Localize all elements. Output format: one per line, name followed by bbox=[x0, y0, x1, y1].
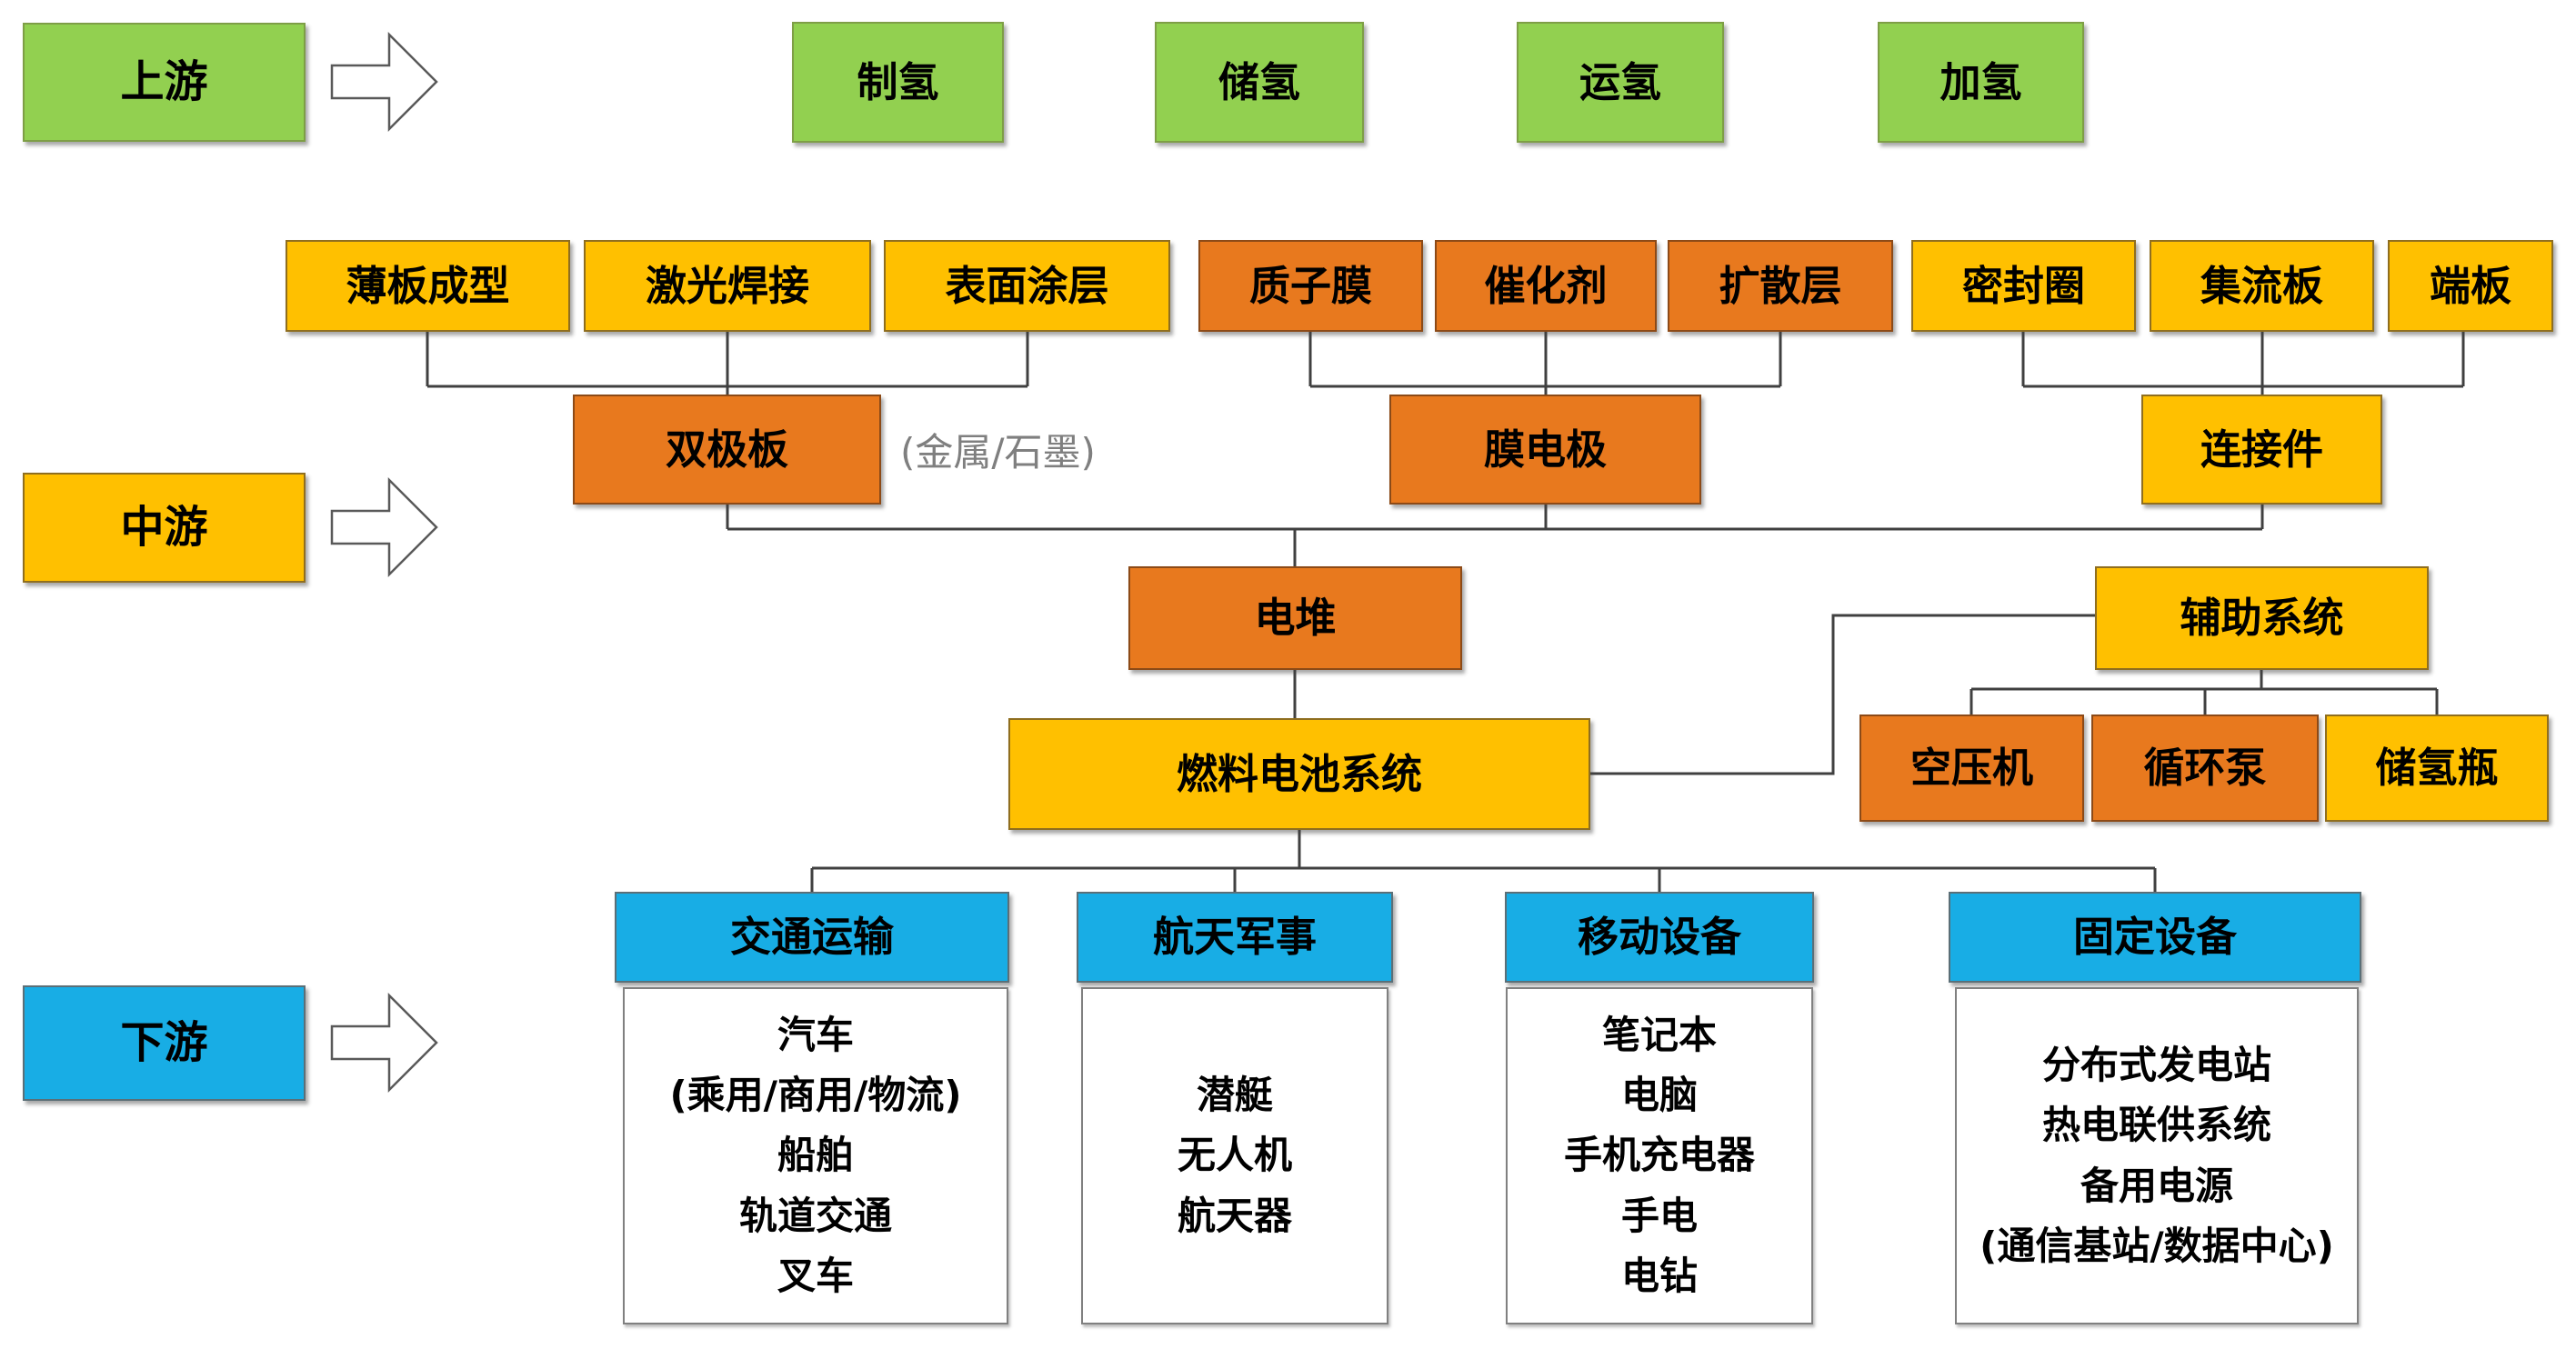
list-item: 热电联供系统 bbox=[2041, 1103, 2271, 1148]
app-list-aerospace-military: 潜艇 无人机 航天器 bbox=[1081, 987, 1388, 1324]
list-item: 潜艇 bbox=[1196, 1072, 1273, 1117]
node-hydrogen-storage: 储氢 bbox=[1155, 22, 1364, 143]
node-hydrogen-tank: 储氢瓶 bbox=[2325, 714, 2549, 822]
downstream-arrow-icon bbox=[330, 992, 438, 1094]
list-item: (通信基站/数据中心) bbox=[1980, 1223, 2334, 1268]
app-list-stationary-equipment: 分布式发电站 热电联供系统 备用电源 (通信基站/数据中心) bbox=[1955, 987, 2359, 1324]
node-hydrogen-refueling: 加氢 bbox=[1878, 22, 2084, 143]
list-item: 电脑 bbox=[1620, 1072, 1698, 1117]
node-fuel-cell-stack: 电堆 bbox=[1128, 566, 1462, 670]
node-membrane-electrode: 膜电极 bbox=[1389, 395, 1701, 505]
list-item: 分布式发电站 bbox=[2041, 1042, 2271, 1087]
stage-upstream: 上游 bbox=[23, 23, 306, 142]
node-sheet-forming: 薄板成型 bbox=[286, 240, 570, 332]
list-item: 笔记本 bbox=[1601, 1012, 1717, 1057]
list-item: 航天器 bbox=[1177, 1193, 1292, 1238]
connector-parents-to-stack bbox=[726, 505, 2264, 566]
app-header-stationary-equipment: 固定设备 bbox=[1949, 892, 2361, 983]
connector-system-to-aux bbox=[1590, 614, 2095, 775]
node-connector-part: 连接件 bbox=[2141, 395, 2382, 505]
list-item: 手机充电器 bbox=[1563, 1133, 1755, 1178]
node-hydrogen-transport: 运氢 bbox=[1517, 22, 1724, 143]
node-diffusion-layer: 扩散层 bbox=[1668, 240, 1893, 332]
app-list-mobile-devices: 笔记本 电脑 手机充电器 手电 电钻 bbox=[1506, 987, 1813, 1324]
connector-connector-group bbox=[2021, 332, 2465, 395]
stage-downstream: 下游 bbox=[23, 985, 306, 1101]
app-header-transportation: 交通运输 bbox=[615, 892, 1009, 983]
list-item: 无人机 bbox=[1177, 1133, 1292, 1178]
bipolar-plate-note: (金属/石墨) bbox=[900, 430, 1096, 475]
node-air-compressor: 空压机 bbox=[1859, 714, 2084, 822]
node-surface-coating: 表面涂层 bbox=[884, 240, 1170, 332]
connector-aux-children bbox=[1970, 670, 2439, 714]
connector-bipolar-group bbox=[426, 332, 1029, 395]
app-header-aerospace-military: 航天军事 bbox=[1077, 892, 1393, 983]
node-fuel-cell-system: 燃料电池系统 bbox=[1008, 718, 1590, 830]
list-item: 手电 bbox=[1620, 1193, 1698, 1238]
node-catalyst: 催化剂 bbox=[1435, 240, 1657, 332]
app-header-mobile-devices: 移动设备 bbox=[1505, 892, 1814, 983]
list-item: 叉车 bbox=[777, 1254, 854, 1299]
midstream-arrow-icon bbox=[330, 476, 438, 578]
app-list-transportation: 汽车 (乘用/商用/物流) 船舶 轨道交通 叉车 bbox=[623, 987, 1008, 1324]
node-seal-ring: 密封圈 bbox=[1911, 240, 2136, 332]
stage-midstream: 中游 bbox=[23, 473, 306, 583]
node-bipolar-plate: 双极板 bbox=[573, 395, 881, 505]
list-item: 备用电源 bbox=[2080, 1163, 2233, 1208]
node-end-plate: 端板 bbox=[2388, 240, 2553, 332]
list-item: 电钻 bbox=[1620, 1254, 1698, 1299]
node-hydrogen-production: 制氢 bbox=[792, 22, 1004, 143]
connector-mea-group bbox=[1308, 332, 1782, 395]
connector-system-to-apps bbox=[810, 830, 2157, 892]
list-item: (乘用/商用/物流) bbox=[669, 1072, 962, 1117]
node-current-collector: 集流板 bbox=[2150, 240, 2374, 332]
node-auxiliary-system: 辅助系统 bbox=[2095, 566, 2429, 670]
upstream-arrow-icon bbox=[330, 31, 438, 133]
node-laser-welding: 激光焊接 bbox=[584, 240, 871, 332]
list-item: 汽车 bbox=[777, 1012, 854, 1057]
node-proton-membrane: 质子膜 bbox=[1198, 240, 1423, 332]
node-circulation-pump: 循环泵 bbox=[2091, 714, 2319, 822]
list-item: 船舶 bbox=[777, 1133, 854, 1178]
list-item: 轨道交通 bbox=[738, 1193, 892, 1238]
